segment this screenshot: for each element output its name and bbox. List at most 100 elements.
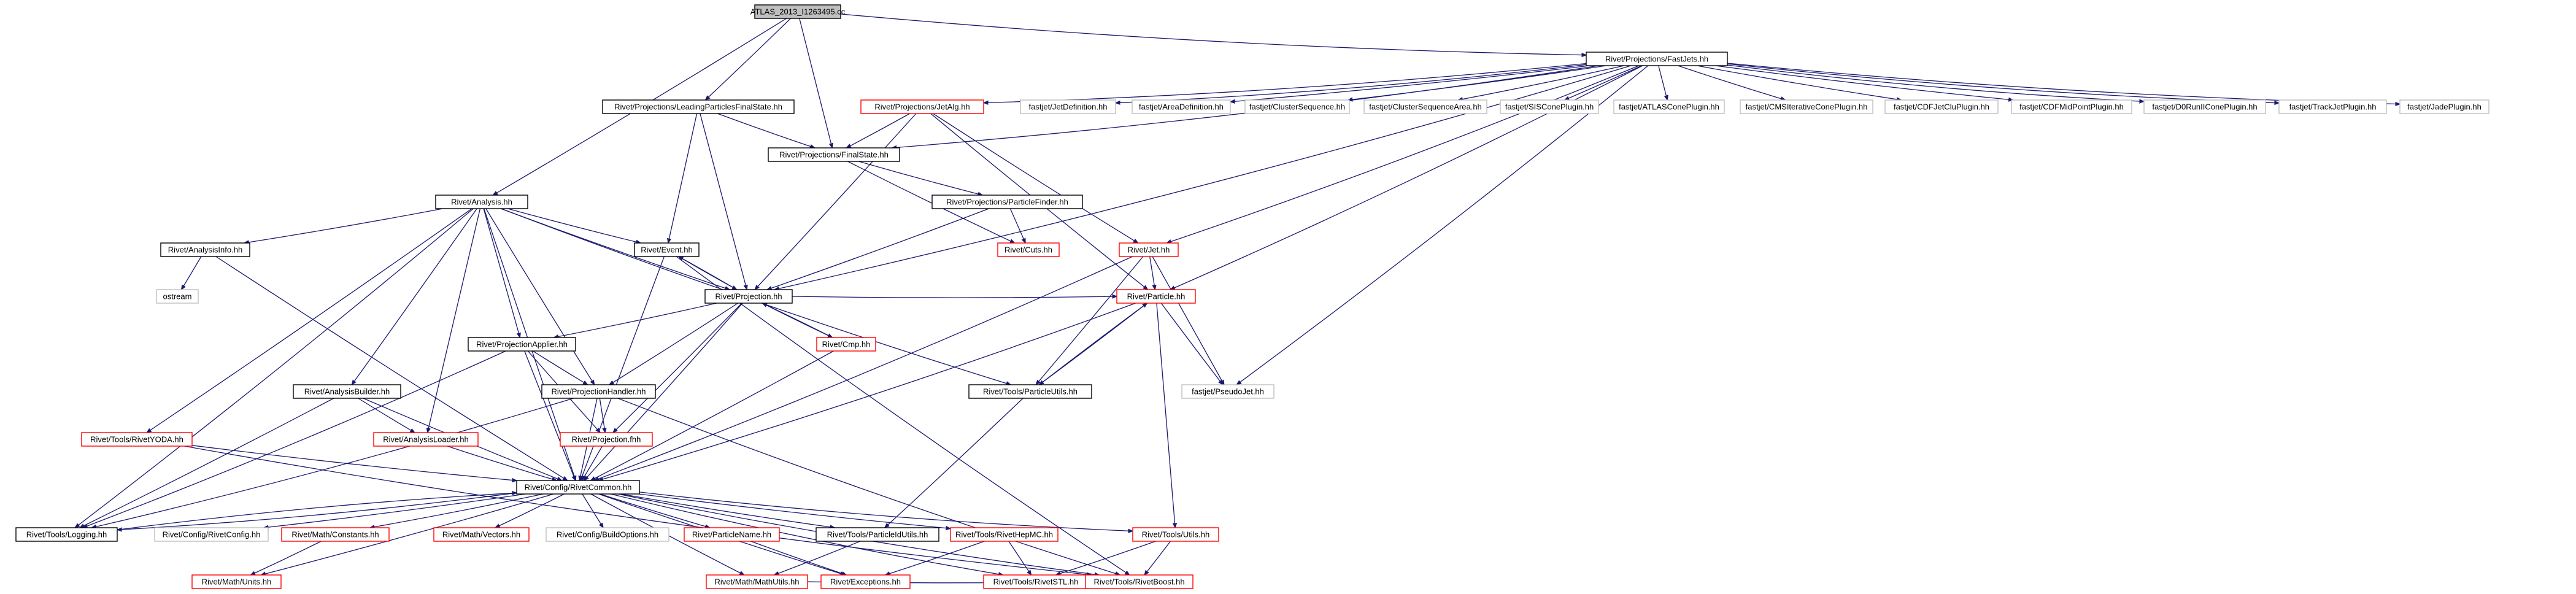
node-box <box>156 289 199 304</box>
edge-projfhh-to-rivetcommon <box>582 446 603 480</box>
edge-constants-to-units <box>251 541 322 575</box>
node-fj_cdfjetclu: fastjet/CDFJetCluPlugin.hh <box>1884 99 1999 114</box>
node-cmp[interactable]: Rivet/Cmp.hh <box>816 337 876 352</box>
edge-rivetcommon-to-particlename <box>600 493 710 528</box>
node-analysisbuilder[interactable]: Rivet/AnalysisBuilder.hh <box>293 384 401 399</box>
node-projfhh[interactable]: Rivet/Projection.fhh <box>560 432 653 447</box>
edge-analysisbuilder-to-logging <box>80 398 334 528</box>
node-box <box>1363 99 1487 114</box>
edge-cmp-to-rivetcommon <box>591 350 834 480</box>
node-cuts[interactable]: Rivet/Cuts.hh <box>997 242 1060 257</box>
node-box <box>602 99 795 114</box>
edge-rivetcommon-to-particleidutils <box>620 493 835 528</box>
node-box <box>1020 99 1116 114</box>
node-fj_jetdef: fastjet/JetDefinition.hh <box>1020 99 1116 114</box>
edge-rivetcommon-to-constants <box>370 493 544 528</box>
edge-projapplier-to-projhandler <box>533 350 587 385</box>
edge-fastjets-to-fj_siscone <box>1565 65 1642 101</box>
node-finalstate[interactable]: Rivet/Projections/FinalState.hh <box>768 147 900 162</box>
node-label: fastjet/ClusterSequence.hh <box>1249 102 1345 112</box>
node-fj_atlascone: fastjet/ATLASConePlugin.hh <box>1613 99 1725 114</box>
node-fj_cdfmid: fastjet/CDFMidPointPlugin.hh <box>2011 99 2132 114</box>
node-label: fastjet/JetDefinition.hh <box>1029 102 1108 112</box>
edge-rivetyoda-to-rivetboost <box>184 446 1092 575</box>
edge-projhandler-to-projfhh <box>599 398 605 433</box>
node-analysis[interactable]: Rivet/Analysis.hh <box>435 195 528 209</box>
node-box <box>1244 99 1350 114</box>
edge-fastjets-to-fj_jade <box>1727 63 2400 104</box>
edge-particlename-to-exceptions <box>750 541 847 575</box>
node-rivetboost[interactable]: Rivet/Tools/RivetBoost.hh <box>1085 574 1194 589</box>
edge-fastjets-to-fj_d0run <box>1727 64 2144 101</box>
node-rivetcommon[interactable]: Rivet/Config/RivetCommon.hh <box>516 480 640 495</box>
node-fj_cmsit: fastjet/CMSIterativeConePlugin.hh <box>1740 99 1873 114</box>
node-box <box>373 432 479 447</box>
node-particlefinder[interactable]: Rivet/Projections/ParticleFinder.hh <box>931 195 1083 209</box>
edge-jetalg-to-jet <box>933 113 1138 243</box>
node-box <box>997 242 1060 257</box>
node-particleidutils[interactable]: Rivet/Tools/ParticleIdUtils.hh <box>816 527 939 542</box>
edge-rivethepmc-to-rivetstl <box>1008 541 1032 575</box>
node-rivetstl[interactable]: Rivet/Tools/RivetSTL.hh <box>983 574 1089 589</box>
edge-analysis-to-analysisinfo <box>244 208 443 243</box>
node-label: Rivet/Cmp.hh <box>822 340 871 349</box>
node-fj_d0run: fastjet/D0RunIIConePlugin.hh <box>2143 99 2266 114</box>
node-particlename[interactable]: Rivet/ParticleName.hh <box>684 527 780 542</box>
node-label: Rivet/Tools/RivetSTL.hh <box>993 577 1079 587</box>
node-particleutils[interactable]: Rivet/Tools/ParticleUtils.hh <box>968 384 1092 399</box>
node-label: Rivet/AnalysisBuilder.hh <box>304 387 390 396</box>
edge-lpfs-to-event <box>668 113 698 243</box>
node-label: fastjet/CDFJetCluPlugin.hh <box>1894 102 1989 112</box>
node-box <box>293 384 401 399</box>
node-rivetyoda[interactable]: Rivet/Tools/RivetYODA.hh <box>81 432 193 447</box>
node-box <box>2278 99 2387 114</box>
node-box <box>516 480 640 495</box>
node-box <box>154 527 269 542</box>
node-box <box>2399 99 2489 114</box>
node-fj_trackjet: fastjet/TrackJetPlugin.hh <box>2278 99 2387 114</box>
node-vectors[interactable]: Rivet/Math/Vectors.hh <box>433 527 530 542</box>
node-rivethepmc[interactable]: Rivet/Tools/RivetHepMC.hh <box>950 527 1059 542</box>
node-box <box>1740 99 1873 114</box>
node-analysisloader[interactable]: Rivet/AnalysisLoader.hh <box>373 432 479 447</box>
node-label: Rivet/Projections/LeadingParticlesFinalS… <box>614 102 782 112</box>
node-box <box>860 99 984 114</box>
edge-projhandler-to-rivetboost <box>617 398 1120 575</box>
node-projapplier[interactable]: Rivet/ProjectionApplier.hh <box>468 337 576 352</box>
node-label: fastjet/AreaDefinition.hh <box>1139 102 1224 112</box>
node-box <box>160 242 250 257</box>
edge-analysis-to-logging <box>75 208 474 528</box>
edge-logging-to-rivetcommon <box>117 493 517 531</box>
node-logging[interactable]: Rivet/Tools/Logging.hh <box>15 527 118 542</box>
node-box <box>704 289 793 304</box>
edge-rivethepmc-to-exceptions <box>885 541 985 575</box>
edge-toolsutils-to-rivetboost <box>1144 541 1171 575</box>
node-lpfs[interactable]: Rivet/Projections/LeadingParticlesFinalS… <box>602 99 795 114</box>
node-constants[interactable]: Rivet/Math/Constants.hh <box>281 527 390 542</box>
node-atlas[interactable]: ATLAS_2013_I1263495.cc <box>750 4 846 19</box>
node-projection[interactable]: Rivet/Projection.hh <box>704 289 793 304</box>
node-particle[interactable]: Rivet/Particle.hh <box>1116 289 1196 304</box>
edge-rivetcommon-to-rivethepmc <box>639 493 951 528</box>
node-units[interactable]: Rivet/Math/Units.hh <box>191 574 282 589</box>
node-label: fastjet/CMSIterativeConePlugin.hh <box>1746 102 1868 112</box>
edge-finalstate-to-particlefinder <box>858 161 982 195</box>
edge-projection-to-rivetcommon <box>584 303 743 480</box>
node-box <box>968 384 1092 399</box>
node-exceptions[interactable]: Rivet/Exceptions.hh <box>820 574 911 589</box>
node-mathutils[interactable]: Rivet/Math/MathUtils.hh <box>706 574 808 589</box>
edge-rivetcommon-to-vectors <box>495 493 565 528</box>
edge-projection-to-particle <box>792 296 1117 298</box>
node-label: Rivet/Math/Units.hh <box>202 577 271 587</box>
node-fastjets[interactable]: Rivet/Projections/FastJets.hh <box>1586 52 1728 66</box>
edge-rivetyoda-to-rivetcommon <box>191 445 517 480</box>
edge-jet-to-particleutils <box>1036 256 1144 385</box>
node-jet[interactable]: Rivet/Jet.hh <box>1119 242 1179 257</box>
node-analysisinfo[interactable]: Rivet/AnalysisInfo.hh <box>160 242 250 257</box>
node-jetalg[interactable]: Rivet/Projections/JetAlg.hh <box>860 99 984 114</box>
node-label: Rivet/Tools/ParticleUtils.hh <box>983 387 1078 396</box>
node-projhandler[interactable]: Rivet/ProjectionHandler.hh <box>541 384 656 399</box>
node-event[interactable]: Rivet/Event.hh <box>634 242 700 257</box>
node-toolsutils[interactable]: Rivet/Tools/Utils.hh <box>1132 527 1219 542</box>
edge-fastjets-to-fj_areadef <box>1230 65 1590 102</box>
